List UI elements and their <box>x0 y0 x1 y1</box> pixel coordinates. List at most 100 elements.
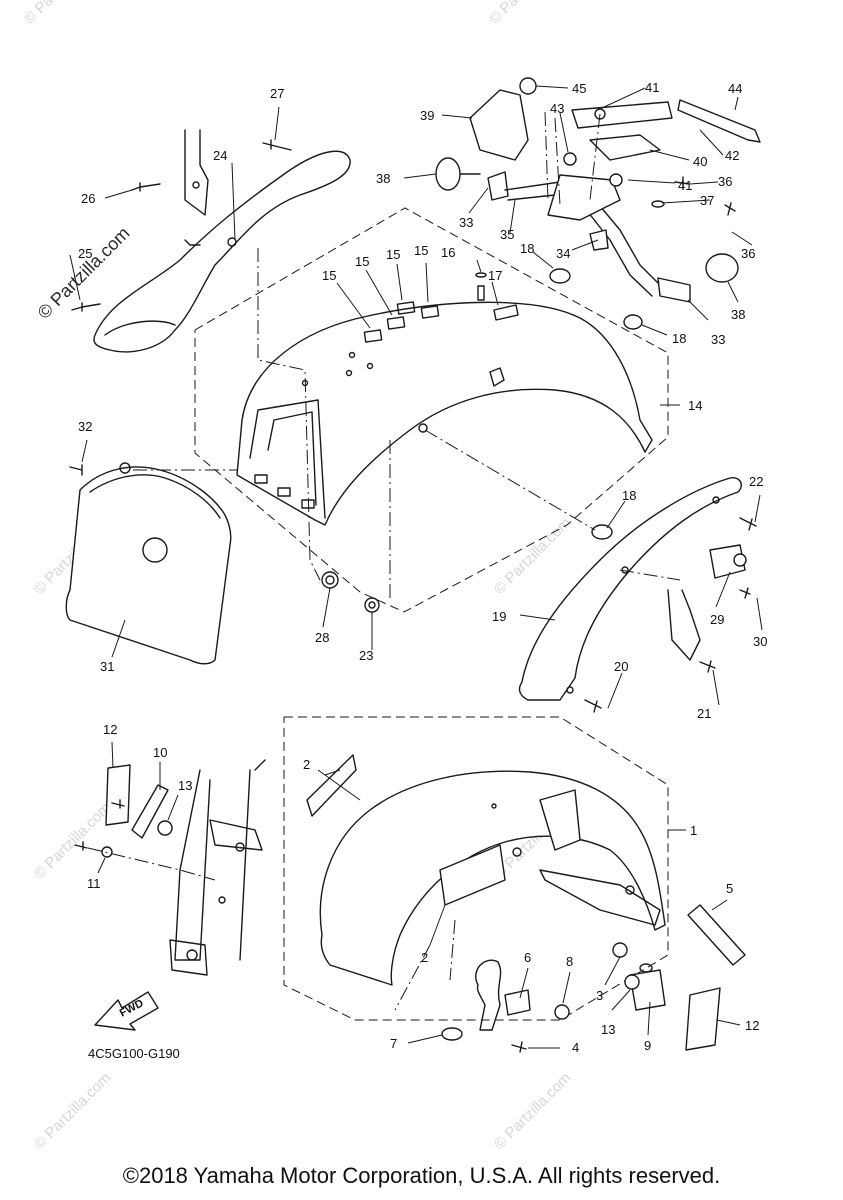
callout-15: 15 <box>322 268 336 283</box>
callout-numbers: 1 2 2 3 4 5 6 7 8 9 10 11 12 12 13 13 14… <box>78 80 767 1055</box>
callout-41: 41 <box>645 80 659 95</box>
screw-32 <box>69 464 83 476</box>
front-fender-group-outline <box>283 716 669 1021</box>
callout-41: 41 <box>678 178 692 193</box>
nut-28 <box>321 571 339 589</box>
plate-40 <box>571 101 673 129</box>
callout-32: 32 <box>78 419 92 434</box>
callout-44: 44 <box>728 81 742 96</box>
callout-19: 19 <box>492 609 506 624</box>
callout-18: 18 <box>520 241 534 256</box>
callout-22: 22 <box>749 474 763 489</box>
callout-29: 29 <box>710 612 724 627</box>
nut-41 <box>609 173 623 187</box>
callout-16: 16 <box>441 245 455 260</box>
bolt-20 <box>584 699 602 713</box>
callout-1: 1 <box>690 823 697 838</box>
reflector-12 <box>105 764 131 826</box>
collar-33 <box>487 171 509 201</box>
callout-28: 28 <box>315 630 329 645</box>
bracket-35 <box>547 174 621 221</box>
bolt-25 <box>71 302 101 312</box>
callout-3: 3 <box>596 988 603 1003</box>
side-cover-31 <box>65 462 232 665</box>
callout-15: 15 <box>414 243 428 258</box>
clip-7 <box>441 1027 463 1041</box>
callout-12: 12 <box>103 722 117 737</box>
callout-6: 6 <box>524 950 531 965</box>
bolt-8 <box>554 1004 570 1020</box>
cover-39 <box>469 89 529 161</box>
callout-11: 11 <box>87 876 101 891</box>
bolt-26 <box>131 182 161 192</box>
copyright-notice: ©2018 Yamaha Motor Corporation, U.S.A. A… <box>122 1163 721 1188</box>
bolt-22 <box>739 517 757 531</box>
callout-14: 14 <box>688 398 702 413</box>
callout-17: 17 <box>488 268 502 283</box>
callout-30: 30 <box>753 634 767 649</box>
watermark: © Partzilla.com <box>491 1069 574 1152</box>
callout-40: 40 <box>693 154 707 169</box>
callout-38: 38 <box>731 307 745 322</box>
watermark: © Partzilla.com <box>21 0 104 28</box>
reflector-5 <box>687 904 746 966</box>
callout-2: 2 <box>303 757 310 772</box>
watermark: © Partzilla.com <box>31 1069 114 1152</box>
washer-37 <box>651 200 665 208</box>
callout-36: 36 <box>741 246 755 261</box>
knob-38 <box>705 253 739 283</box>
callout-10: 10 <box>153 745 167 760</box>
screw-30 <box>739 587 751 599</box>
part-34 <box>589 229 609 251</box>
callout-38: 38 <box>376 171 390 186</box>
callout-36: 36 <box>718 174 732 189</box>
diagram-code: 4C5G100-G190 <box>88 1046 180 1061</box>
bolt-36 <box>674 176 690 190</box>
washer-11 <box>101 846 113 858</box>
callout-4: 4 <box>572 1040 579 1055</box>
callout-9: 9 <box>644 1038 651 1053</box>
strap-44 <box>677 99 761 143</box>
damper-18 <box>591 524 613 540</box>
bolt-27 <box>262 139 292 151</box>
label-15 <box>363 329 383 343</box>
watermark: © Partzilla.com <box>486 0 569 28</box>
callout-5: 5 <box>726 881 733 896</box>
reflector-12 <box>685 987 721 1051</box>
callout-7: 7 <box>390 1036 397 1051</box>
rear-fender <box>236 301 653 526</box>
callout-13: 13 <box>178 778 192 793</box>
callout-31: 31 <box>100 659 114 674</box>
callout-37: 37 <box>700 193 714 208</box>
fender-stay-19 <box>518 477 742 701</box>
callout-20: 20 <box>614 659 628 674</box>
callout-43: 43 <box>550 101 564 116</box>
plate-6 <box>504 989 531 1016</box>
rear-top-assembly <box>435 77 761 303</box>
callout-33: 33 <box>711 332 725 347</box>
nut-13 <box>157 820 173 836</box>
callout-2: 2 <box>421 950 428 965</box>
damper-18 <box>623 314 643 330</box>
callout-33: 33 <box>459 215 473 230</box>
callout-35: 35 <box>500 227 514 242</box>
front-fork-leg <box>169 759 266 976</box>
bolt-21 <box>699 660 716 673</box>
callout-8: 8 <box>566 954 573 969</box>
grab-bar-24 <box>93 129 351 353</box>
clamp-7 <box>475 959 502 1031</box>
callout-15: 15 <box>355 254 369 269</box>
callout-18: 18 <box>672 331 686 346</box>
bolt-45 <box>519 77 537 95</box>
watermark: © Partzilla.com <box>491 514 574 597</box>
knob-38 <box>435 157 461 191</box>
nut-43 <box>563 152 577 166</box>
callout-12: 12 <box>745 1018 759 1033</box>
label-15 <box>420 305 440 319</box>
callout-leaders <box>69 85 763 1049</box>
damper-18 <box>549 268 571 284</box>
fwd-arrow-icon: FWD <box>94 991 159 1031</box>
callout-42: 42 <box>725 148 739 163</box>
callout-26: 26 <box>81 191 95 206</box>
nut-3 <box>612 942 628 958</box>
